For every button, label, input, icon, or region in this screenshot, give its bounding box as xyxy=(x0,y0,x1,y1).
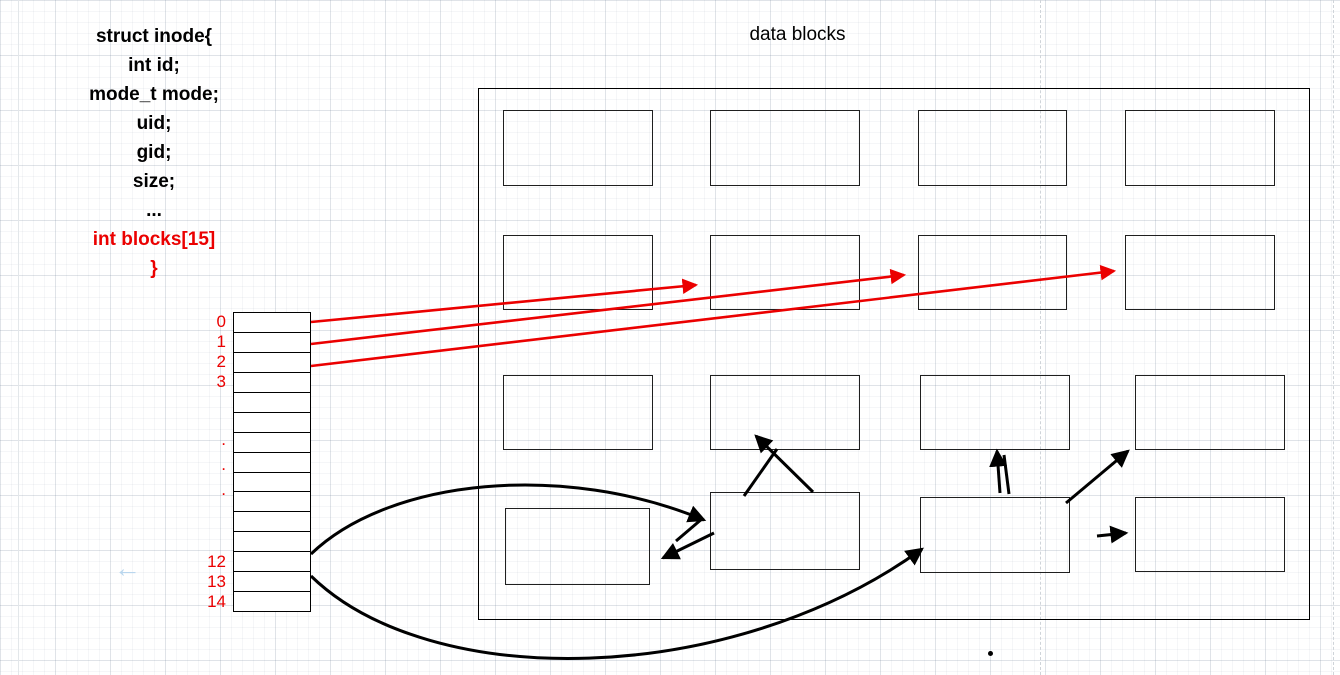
data-block xyxy=(505,508,650,585)
code-line: int id; xyxy=(128,55,180,76)
data-block-direct-target xyxy=(1125,235,1275,310)
inode-struct-code: struct inode{ int id; mode_t mode; uid; … xyxy=(38,22,270,283)
blocks-array-cell-10 xyxy=(234,512,310,533)
array-index-ellipsis: . xyxy=(221,430,226,449)
data-block-direct-target xyxy=(918,235,1067,310)
blocks-array-cell-8 xyxy=(234,473,310,493)
array-index-label: 13 xyxy=(207,572,226,591)
code-line: gid; xyxy=(136,142,172,163)
data-block xyxy=(1135,375,1285,450)
blocks-array-cell-14 xyxy=(234,592,310,611)
canvas-guide-line xyxy=(18,0,19,675)
stray-dot xyxy=(988,651,993,656)
code-line: uid; xyxy=(136,113,172,134)
code-line: size; xyxy=(132,171,176,192)
blocks-array-cell-12 xyxy=(234,552,310,573)
blocks-array-cell-3 xyxy=(234,373,310,393)
array-index-label: 12 xyxy=(207,552,226,571)
blocks-array-cell-2 xyxy=(234,353,310,373)
array-index-ellipsis: . xyxy=(221,480,226,499)
data-block xyxy=(1135,497,1285,572)
code-line-closing-brace: } xyxy=(150,258,158,279)
data-block xyxy=(918,110,1067,186)
data-block xyxy=(503,375,653,450)
blocks-array-cell-13 xyxy=(234,572,310,593)
data-block xyxy=(1125,110,1275,186)
data-block xyxy=(503,110,653,186)
blocks-array-cell-5 xyxy=(234,413,310,433)
data-block xyxy=(710,110,860,186)
data-block xyxy=(503,235,653,310)
code-line-blocks-array: int blocks[15] xyxy=(92,229,216,250)
blocks-array-cell-11 xyxy=(234,532,310,553)
faded-left-arrow-icon: ← xyxy=(114,553,141,583)
data-block-direct-target xyxy=(710,235,860,310)
code-line: mode_t mode; xyxy=(89,84,219,105)
blocks-array-cell-0 xyxy=(234,313,310,333)
code-line: struct inode{ xyxy=(95,26,213,47)
blocks-array-cell-4 xyxy=(234,393,310,413)
data-block-indirect xyxy=(920,497,1070,573)
array-index-label: 2 xyxy=(216,352,226,371)
array-index-label: 1 xyxy=(216,332,226,351)
blocks-array-cell-7 xyxy=(234,453,310,473)
array-index-label: 3 xyxy=(216,372,226,391)
data-block xyxy=(920,375,1070,450)
data-block-indirect xyxy=(710,492,860,570)
array-index-label: 0 xyxy=(216,312,226,331)
blocks-array-cell-9 xyxy=(234,492,310,513)
array-index-ellipsis: . xyxy=(221,455,226,474)
array-index-label: 14 xyxy=(207,592,226,611)
data-block xyxy=(710,375,860,450)
blocks-array-cell-1 xyxy=(234,333,310,353)
code-line: ... xyxy=(146,200,162,221)
blocks-array-cell-6 xyxy=(234,433,310,453)
data-blocks-title: data blocks xyxy=(749,24,846,45)
canvas-guide-line xyxy=(1333,0,1334,675)
blocks-array xyxy=(233,312,311,612)
